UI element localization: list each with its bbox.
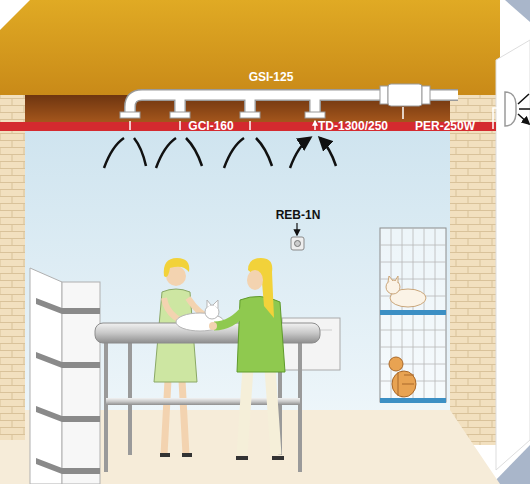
person-trousers bbox=[242, 368, 276, 455]
orange-cat bbox=[392, 371, 416, 397]
outer-wall-face bbox=[496, 40, 530, 470]
ceiling-grille bbox=[240, 112, 260, 118]
air-arrow bbox=[134, 138, 336, 166]
left-person bbox=[154, 258, 212, 455]
air-arrow bbox=[104, 138, 310, 168]
shelf-board bbox=[36, 298, 100, 314]
ceiling-grille bbox=[305, 112, 325, 118]
cage-bars bbox=[380, 228, 446, 402]
person-hair bbox=[164, 258, 189, 277]
patient-cat bbox=[207, 300, 218, 308]
shelf-side bbox=[30, 268, 62, 484]
person-shoes bbox=[236, 456, 284, 460]
brick-wall bbox=[450, 95, 496, 445]
switch-knob bbox=[295, 241, 301, 247]
ceiling-grille bbox=[170, 112, 190, 118]
person-shoes bbox=[160, 453, 192, 457]
exhaust-arrow bbox=[518, 94, 530, 124]
white-cat bbox=[388, 276, 398, 283]
part-label: GSI-125 bbox=[249, 71, 294, 83]
cage-shelf bbox=[380, 310, 446, 315]
shelf-board bbox=[36, 352, 100, 368]
part-label: REB-1N bbox=[276, 209, 321, 221]
table-cat bbox=[176, 300, 224, 331]
fan-flange bbox=[380, 86, 388, 104]
corner-shade bbox=[505, 0, 530, 22]
speed-switch bbox=[291, 237, 304, 250]
part-label: TD-1300/250 bbox=[318, 120, 388, 132]
cage-frame bbox=[380, 228, 446, 402]
shelf-board bbox=[36, 406, 100, 422]
cat-stripes bbox=[398, 372, 414, 396]
brick-wall bbox=[0, 95, 25, 445]
orange-cat bbox=[389, 357, 403, 371]
ceiling-grille bbox=[120, 112, 140, 118]
exam-table bbox=[95, 323, 320, 472]
roof-slab bbox=[0, 0, 500, 95]
shelf-board bbox=[36, 458, 100, 474]
right-person bbox=[209, 258, 285, 458]
person-head bbox=[247, 270, 263, 290]
shelf-unit bbox=[30, 268, 100, 484]
leader-arrow bbox=[296, 223, 297, 235]
person-hand bbox=[209, 322, 217, 330]
airflow-arrows bbox=[104, 121, 336, 168]
room-switch bbox=[291, 223, 304, 250]
exterior-grille bbox=[505, 92, 516, 126]
person-arm bbox=[214, 308, 246, 326]
duct-fan bbox=[388, 84, 422, 106]
fan-flange bbox=[422, 86, 430, 104]
cage-shelf bbox=[380, 398, 446, 403]
part-label: GCI-160 bbox=[188, 120, 233, 132]
cage bbox=[380, 228, 446, 403]
part-label: PER-250W bbox=[415, 120, 475, 132]
person-hair bbox=[248, 258, 274, 318]
person-legs bbox=[164, 380, 186, 455]
